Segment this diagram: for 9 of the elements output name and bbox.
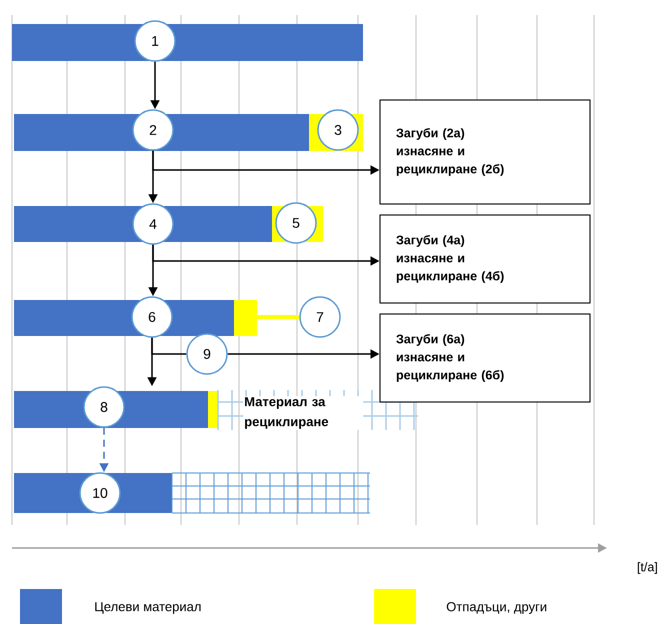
legend-text: Отпадъци, други: [446, 602, 546, 614]
text-box: Загуби (2а) изнасяне и рециклиране (2б): [380, 100, 590, 204]
text-box: Загуби (6а) изнасяне и рециклиране (6б): [380, 314, 590, 402]
text-box: Загуби (4а) изнасяне и рециклиране (4б): [380, 214, 590, 304]
legend-text: Целеви материал: [95, 602, 201, 614]
axis-unit: [t/a]: [638, 562, 657, 574]
leader-line: [257, 315, 300, 319]
annotation-text: Материал за рециклиране: [243, 396, 364, 430]
connector-line: [151, 338, 186, 355]
